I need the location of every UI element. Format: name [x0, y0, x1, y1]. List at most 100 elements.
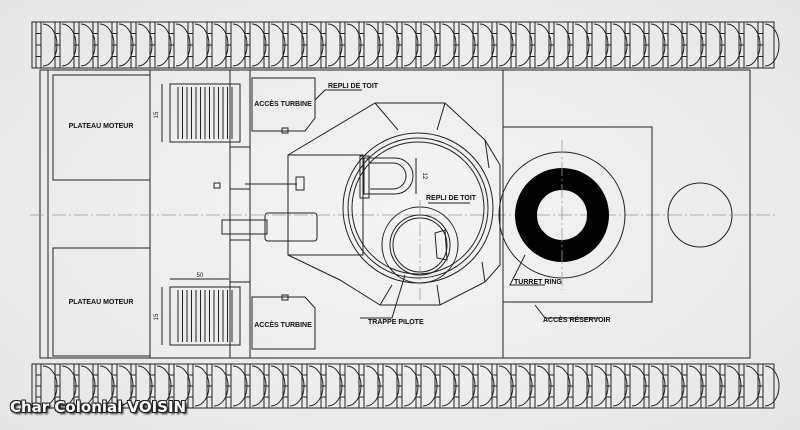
label-plateau-moteur-top: PLATEAU MOTEUR: [69, 123, 134, 130]
track-link: [624, 363, 647, 409]
track-link: [396, 363, 419, 409]
track-link: [434, 21, 457, 69]
track-link: [35, 21, 58, 69]
track-link: [244, 21, 267, 69]
latch: [213, 182, 221, 189]
track-link: [415, 21, 438, 69]
track-link: [111, 21, 134, 69]
grille-bottom: [169, 286, 241, 346]
track-link: [681, 363, 704, 409]
track-link: [358, 363, 381, 409]
label-acces-turbine-top: ACCÈS TURBINE: [254, 99, 312, 108]
track-shoe: [764, 365, 780, 407]
track-link: [92, 21, 115, 69]
turret-ring-inner: [351, 141, 485, 275]
track-link: [168, 21, 191, 69]
gun-barrel: [221, 219, 268, 235]
track-link: [301, 363, 324, 409]
track-link: [586, 363, 609, 409]
track-link: [320, 21, 343, 69]
track-link: [700, 21, 723, 69]
track-link: [339, 363, 362, 409]
latch: [281, 127, 289, 134]
track-bottom: [31, 363, 780, 409]
track-link: [586, 21, 609, 69]
leader-line: [509, 254, 545, 286]
turret-facet: [484, 139, 490, 169]
track-link: [225, 21, 248, 69]
track-link: [472, 21, 495, 69]
track-link: [567, 363, 590, 409]
track-link: [225, 363, 248, 409]
track-link: [662, 21, 685, 69]
track-link: [643, 21, 666, 69]
track-link: [719, 21, 742, 69]
label-plateau-moteur-bottom: PLATEAU MOTEUR: [69, 299, 134, 306]
track-link: [738, 21, 761, 69]
track-link: [681, 21, 704, 69]
turret-facet: [481, 261, 486, 283]
track-link: [73, 21, 96, 69]
track-link: [244, 363, 267, 409]
track-link: [339, 21, 362, 69]
turbine-access-bottom: [251, 296, 316, 350]
reservoir-access: [502, 126, 653, 303]
track-link: [415, 363, 438, 409]
label-trappe-pilote: TRAPPE PILOTE: [368, 319, 424, 326]
grille-top: [169, 83, 241, 143]
track-link: [453, 21, 476, 69]
track-link: [548, 21, 571, 69]
track-link: [54, 21, 77, 69]
track-link: [206, 21, 229, 69]
track-link: [434, 363, 457, 409]
dim-grille-width: 50: [197, 273, 204, 279]
antenna-mount: [295, 176, 305, 191]
turbine-access-top: [251, 77, 316, 132]
track-link: [529, 363, 552, 409]
track-outline: [31, 363, 775, 409]
track-link: [187, 21, 210, 69]
engine-plate-bottom: [52, 247, 151, 357]
dim-grille-height-top: 15: [154, 111, 160, 118]
leader-line: [534, 304, 600, 319]
track-link: [301, 21, 324, 69]
track-link: [719, 363, 742, 409]
track-link: [282, 363, 305, 409]
turret-outline: [287, 102, 501, 306]
label-acces-turbine-bottom: ACCÈS TURBINE: [254, 320, 312, 329]
leader-line: [360, 274, 406, 319]
rear-hatch: [667, 182, 733, 248]
label-acces-reservoir: ACCÈS RÉSERVOIR: [543, 315, 611, 324]
track-top: [31, 21, 780, 69]
track-link: [567, 21, 590, 69]
side-box: [229, 239, 251, 283]
track-link: [757, 21, 780, 69]
turret-facet: [374, 102, 399, 131]
dim-hatch-width: 12: [421, 173, 427, 180]
track-link: [358, 21, 381, 69]
turret-front-block: [287, 154, 364, 256]
track-link: [605, 363, 628, 409]
track-link: [472, 363, 495, 409]
track-link: [377, 21, 400, 69]
track-link: [263, 21, 286, 69]
track-link: [377, 363, 400, 409]
track-shoe: [764, 23, 780, 67]
engine-plate-top: [52, 74, 151, 181]
turret-ring: [347, 137, 489, 279]
track-link: [548, 363, 571, 409]
label-repli-de-toit-2: REPLI DE TOIT: [426, 195, 477, 202]
track-link: [282, 21, 305, 69]
hatch-inner: [370, 162, 407, 190]
track-link: [662, 363, 685, 409]
track-link: [624, 21, 647, 69]
hatch-hinge: [359, 155, 370, 199]
track-link: [491, 21, 514, 69]
label-turret-ring: TURRET RING: [514, 279, 562, 286]
dim-grille-height-bottom: 15: [154, 313, 160, 320]
turret-facet: [436, 284, 441, 306]
side-box: [229, 146, 251, 190]
leader-line: [314, 89, 362, 101]
